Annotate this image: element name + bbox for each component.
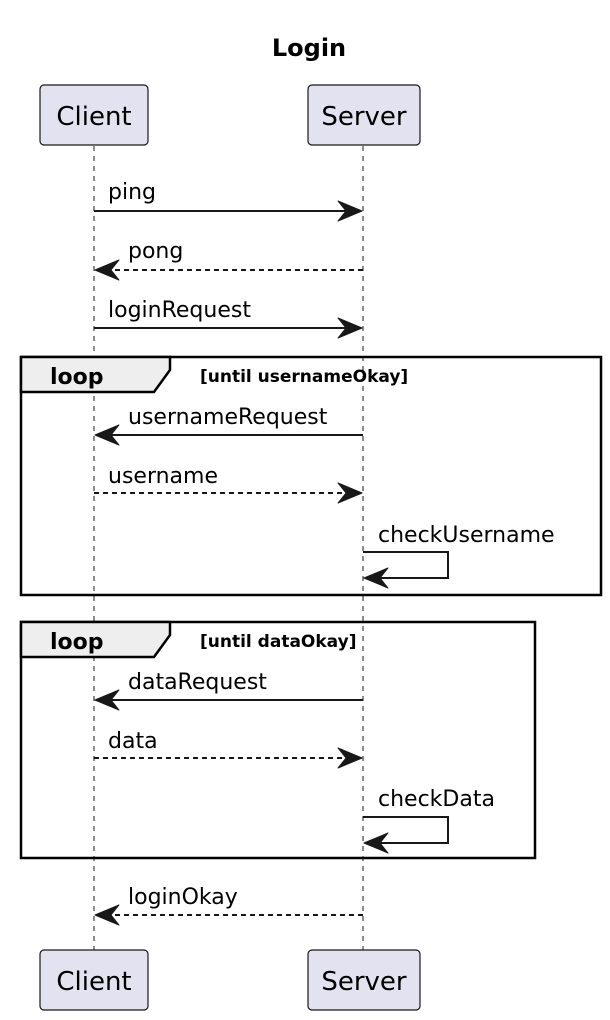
participant-server-top: Server — [307, 84, 421, 146]
message-loginokay: loginOkay — [94, 885, 363, 926]
message-usernamerequest: usernameRequest — [94, 405, 363, 446]
message-label: checkData — [378, 787, 495, 812]
message-label: dataRequest — [128, 670, 267, 695]
arrow-left-icon — [94, 424, 120, 446]
arrow-left-icon — [363, 832, 389, 854]
loop-fragment: loop [until dataOkay] — [19, 620, 537, 860]
message-ping: ping — [94, 180, 363, 222]
message-label: data — [108, 729, 158, 754]
fragment-keyword: loop — [50, 630, 104, 655]
arrow-right-icon — [337, 747, 363, 769]
message-loginrequest: loginRequest — [94, 298, 363, 339]
message-checkdata: checkData — [363, 787, 495, 854]
message-data: data — [94, 729, 363, 769]
diagram-title: Login — [272, 34, 346, 62]
arrow-right-icon — [337, 200, 363, 222]
message-label: ping — [108, 180, 156, 205]
participant-server-bottom: Server — [307, 949, 421, 1011]
fragment-guard: [until usernameOkay] — [200, 367, 408, 387]
participant-client-top: Client — [39, 84, 149, 146]
participant-label: Client — [56, 967, 131, 997]
message-label: usernameRequest — [128, 405, 328, 430]
arrow-left-icon — [94, 259, 120, 281]
arrow-right-icon — [337, 482, 363, 504]
loop-fragment: loop [until usernameOkay] — [19, 355, 603, 597]
arrow-left-icon — [363, 567, 389, 589]
message-label: checkUsername — [378, 523, 555, 548]
message-label: pong — [128, 239, 183, 264]
arrow-left-icon — [94, 904, 120, 926]
message-label: loginRequest — [108, 298, 251, 323]
message-username: username — [94, 464, 363, 504]
message-datarequest: dataRequest — [94, 670, 363, 711]
message-checkusername: checkUsername — [363, 523, 555, 589]
arrow-left-icon — [94, 689, 120, 711]
fragment-guard: [until dataOkay] — [200, 632, 356, 652]
participant-label: Client — [56, 102, 131, 132]
participant-client-bottom: Client — [39, 949, 149, 1011]
fragment-keyword: loop — [50, 365, 104, 390]
participant-label: Server — [321, 967, 407, 997]
message-pong: pong — [94, 239, 363, 281]
message-label: username — [108, 464, 218, 489]
message-label: loginOkay — [128, 885, 238, 910]
participant-label: Server — [321, 102, 407, 132]
arrow-right-icon — [337, 317, 363, 339]
